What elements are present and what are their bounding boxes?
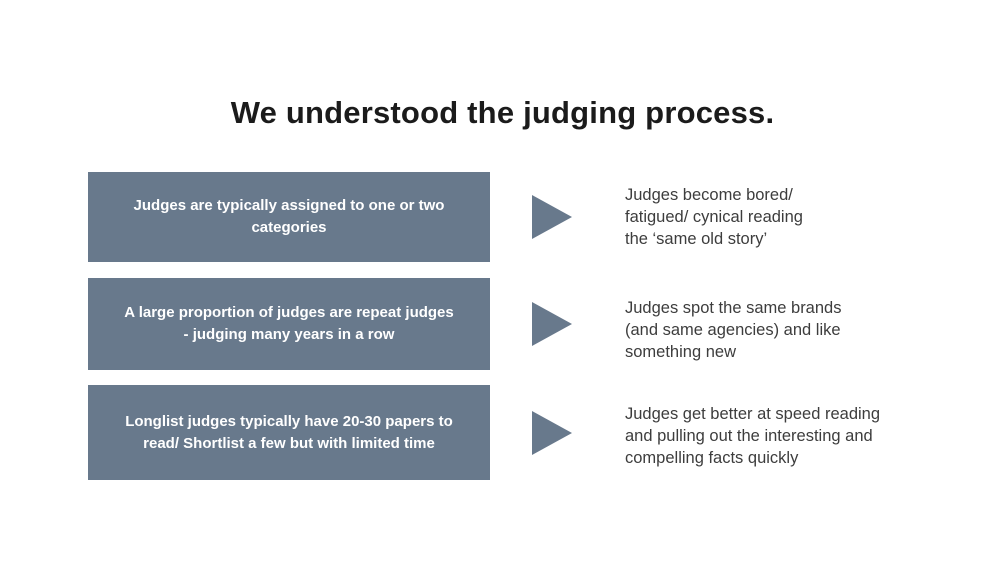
process-box-2: A large proportion of judges are repeat … bbox=[88, 278, 490, 370]
process-box-1: Judges are typically assigned to one or … bbox=[88, 172, 490, 262]
right-arrow-icon bbox=[532, 302, 572, 346]
page-title: We understood the judging process. bbox=[230, 94, 775, 130]
process-row-2: A large proportion of judges are repeat … bbox=[0, 278, 1005, 370]
right-arrow-icon bbox=[532, 195, 572, 239]
process-row-1: Judges are typically assigned to one or … bbox=[0, 172, 1005, 262]
outcome-note-2: Judges spot the same brands (and same ag… bbox=[625, 299, 842, 361]
process-row-3: Longlist judges typically have 20-30 pap… bbox=[0, 385, 1005, 480]
process-box-label: Judges are typically assigned to one or … bbox=[133, 197, 445, 236]
process-box-label: Longlist judges typically have 20-30 pap… bbox=[125, 412, 453, 452]
outcome-note-3: Judges get better at speed reading and p… bbox=[625, 405, 881, 467]
right-arrow-shape bbox=[532, 302, 572, 346]
process-box-3: Longlist judges typically have 20-30 pap… bbox=[88, 385, 490, 480]
outcome-note-1: Judges become bored/ fatigued/ cynical r… bbox=[625, 186, 803, 248]
right-arrow-icon bbox=[532, 410, 572, 455]
process-box-label: A large proportion of judges are repeat … bbox=[124, 304, 454, 343]
right-arrow-shape bbox=[532, 410, 572, 455]
right-arrow-shape bbox=[532, 195, 572, 239]
